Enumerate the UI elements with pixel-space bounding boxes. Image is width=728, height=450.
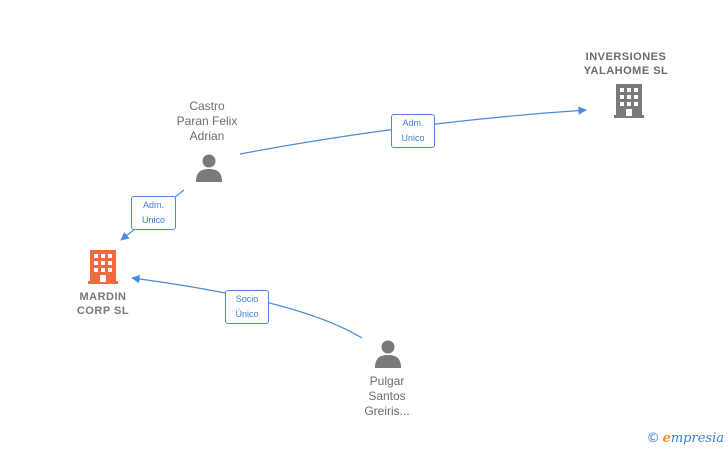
label-line: Adrian [189,129,225,143]
node-label-castro[interactable]: Castro Paran Felix Adrian [157,99,257,144]
node-label-inversiones[interactable]: INVERSIONES YALAHOME SL [566,50,686,78]
edge-label-line: Adm. [142,200,164,210]
edge-label-castro-inversiones[interactable]: Adm. Unico [391,114,435,148]
edge-label-pulgar-mardin[interactable]: Socio Único [225,290,269,324]
edge-label-line: Adm. [402,118,424,128]
person-icon[interactable] [375,340,401,369]
building-icon[interactable] [614,84,644,118]
building-icon[interactable] [88,250,118,284]
label-line: CORP SL [76,305,130,317]
edge-label-line: Unico [141,215,165,225]
brand-watermark: ©empresia [647,431,724,446]
edge-label-line: Socio [235,294,259,304]
label-line: Pulgar [369,374,405,388]
label-line: MARDIN [79,291,127,303]
label-line: INVERSIONES [585,51,667,63]
label-line: Santos [368,389,406,403]
person-icon[interactable] [196,154,222,183]
copyright-icon: © [646,431,660,446]
node-label-pulgar[interactable]: Pulgar Santos Greiris... [337,374,437,419]
edge-label-line: Único [235,309,259,319]
brand-initial: e [662,431,671,446]
label-line: YALAHOME SL [583,65,669,77]
node-label-mardin[interactable]: MARDIN CORP SL [53,290,153,318]
brand-name: mpresia [670,431,724,446]
label-line: Paran Felix [176,114,238,128]
edge-label-line: Unico [401,133,425,143]
edge-pulgar-mardin [131,274,363,339]
label-line: Castro [189,99,225,113]
edge-label-castro-mardin[interactable]: Adm. Unico [131,196,176,230]
label-line: Greiris... [364,404,410,418]
